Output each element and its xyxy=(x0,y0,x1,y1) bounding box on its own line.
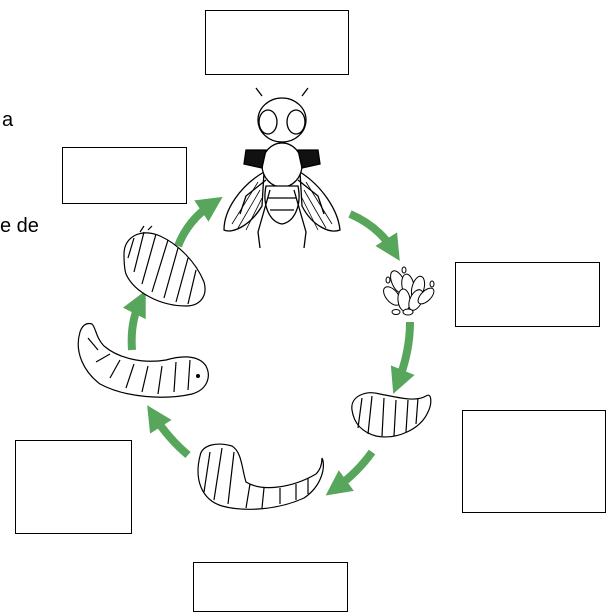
eggs-illustration xyxy=(383,266,435,316)
arrow-larva-to-larva xyxy=(325,449,376,496)
text-fragment-de: e de xyxy=(0,215,39,237)
fly-thorax xyxy=(261,142,303,188)
label-box-top[interactable] xyxy=(205,10,349,75)
label-box-right-upper[interactable] xyxy=(455,262,600,327)
arrow-pupa-to-fly xyxy=(174,196,223,248)
larva-left-illustration xyxy=(77,322,209,398)
label-box-bottom[interactable] xyxy=(193,562,348,612)
adult-fly-illustration xyxy=(223,87,341,249)
cycle-arrows xyxy=(122,196,415,496)
larva-bottom-illustration xyxy=(197,443,325,510)
pupa-illustration xyxy=(123,225,206,307)
text-fragment-a: a xyxy=(2,109,14,131)
label-box-right-lower[interactable] xyxy=(462,410,606,513)
arrow-eggs-to-larva xyxy=(390,321,415,394)
arrow-fly-to-eggs xyxy=(348,210,400,261)
label-box-upper-left[interactable] xyxy=(62,147,187,204)
arrow-larva-to-pupa xyxy=(122,290,146,351)
larva-large-illustration xyxy=(351,392,432,438)
arrow-larva-to-larva-small xyxy=(147,405,191,459)
label-box-left-lower[interactable] xyxy=(15,440,132,534)
